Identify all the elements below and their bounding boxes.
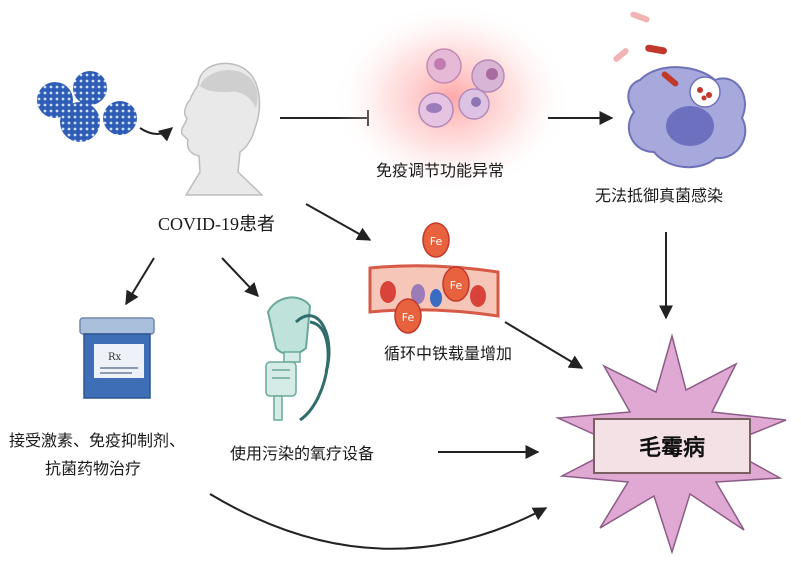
therapy-label-line1: 接受激素、免疫抑制剂、	[9, 431, 186, 450]
mucormycosis-label: 毛霉病	[638, 436, 705, 461]
svg-text:Fe: Fe	[430, 235, 443, 248]
inhale-arrow	[139, 127, 174, 142]
arrow-patient-to-iron	[305, 203, 372, 241]
iron-particle-icon: Fe	[394, 298, 422, 334]
patient-head-icon	[180, 62, 264, 196]
therapy-label-line2: 抗菌药物治疗	[45, 459, 142, 478]
mucormycosis-box: 毛霉病	[593, 418, 751, 474]
oxygen-mask-icon	[265, 296, 331, 422]
svg-text:Rx: Rx	[108, 352, 122, 363]
immune-dysregulation-label: 免疫调节功能异常	[376, 161, 505, 180]
iron-overload-label: 循环中铁载量增加	[384, 344, 513, 363]
svg-text:Fe: Fe	[450, 279, 463, 292]
arrow-patient-to-therapy	[125, 257, 155, 306]
arrow-therapy-to-disease	[209, 493, 548, 550]
immune-cells-icon	[332, 2, 572, 194]
macrophage-icon	[613, 11, 747, 169]
iron-particle-icon: Fe	[422, 222, 450, 258]
oxygen-equipment-label: 使用污染的氧疗设备	[230, 444, 375, 463]
svg-text:Fe: Fe	[402, 311, 415, 324]
iron-particle-icon: Fe	[442, 266, 470, 302]
blood-vessel-icon	[368, 264, 500, 318]
virus-icon	[37, 71, 137, 142]
medicine-jar-icon: Rx	[79, 317, 155, 399]
fungal-defense-failure-label: 无法抵御真菌感染	[595, 186, 724, 205]
arrow-patient-to-oxygen	[221, 257, 259, 298]
covid-patient-label: COVID-19患者	[158, 214, 275, 234]
arrow-iron-to-disease	[504, 321, 584, 369]
